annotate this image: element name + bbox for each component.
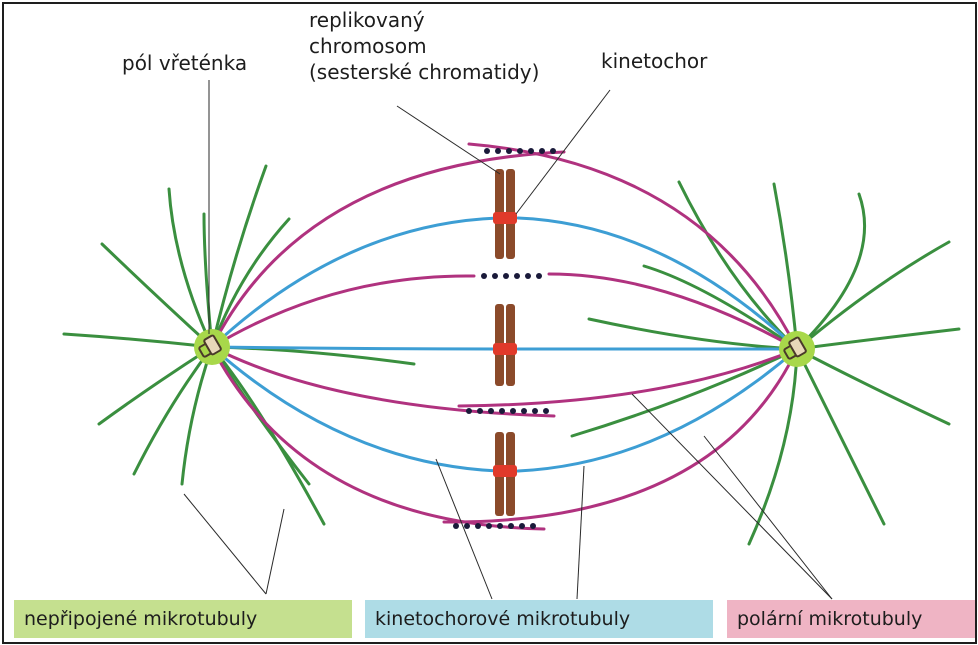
leader-unattached-2 bbox=[266, 509, 284, 594]
chromosome-label-line2: chromosom bbox=[309, 33, 539, 59]
chromosome-top bbox=[493, 169, 517, 259]
kinetochore-label: kinetochor bbox=[601, 49, 707, 73]
chromosome-middle bbox=[493, 304, 517, 386]
chromosome-label-line1: replikovaný bbox=[309, 7, 539, 33]
legend-kinetochore-microtubules: kinetochorové mikrotubuly bbox=[365, 600, 713, 638]
mitotic-spindle-diagram bbox=[4, 4, 977, 644]
leader-kinetochore-mt-1 bbox=[436, 459, 492, 599]
spindle-pole-left bbox=[194, 329, 230, 365]
legend-polar-label: polární mikrotubuly bbox=[737, 608, 922, 630]
leader-chromosome bbox=[397, 106, 500, 174]
legend-unattached-microtubules: nepřipojené mikrotubuly bbox=[14, 600, 352, 638]
chromosome-label-line3: (sesterské chromatidy) bbox=[309, 59, 539, 85]
pole-label: pól vřeténka bbox=[122, 51, 247, 75]
leader-kinetochore-mt-2 bbox=[577, 466, 584, 599]
chromosomes bbox=[493, 169, 517, 516]
leader-polar-2 bbox=[704, 436, 832, 599]
leader-polar-1 bbox=[632, 394, 832, 599]
chromosome-label: replikovaný chromosom (sesterské chromat… bbox=[309, 7, 539, 85]
leader-unattached-1 bbox=[184, 494, 266, 594]
chromosome-bottom bbox=[493, 432, 517, 516]
spindle-pole-right bbox=[779, 331, 815, 367]
overlap-zone-upper bbox=[481, 273, 542, 279]
legend-unattached-label: nepřipojené mikrotubuly bbox=[24, 608, 257, 630]
legend-kinetochore-label: kinetochorové mikrotubuly bbox=[375, 608, 630, 630]
legend-polar-microtubules: polární mikrotubuly bbox=[727, 600, 975, 638]
